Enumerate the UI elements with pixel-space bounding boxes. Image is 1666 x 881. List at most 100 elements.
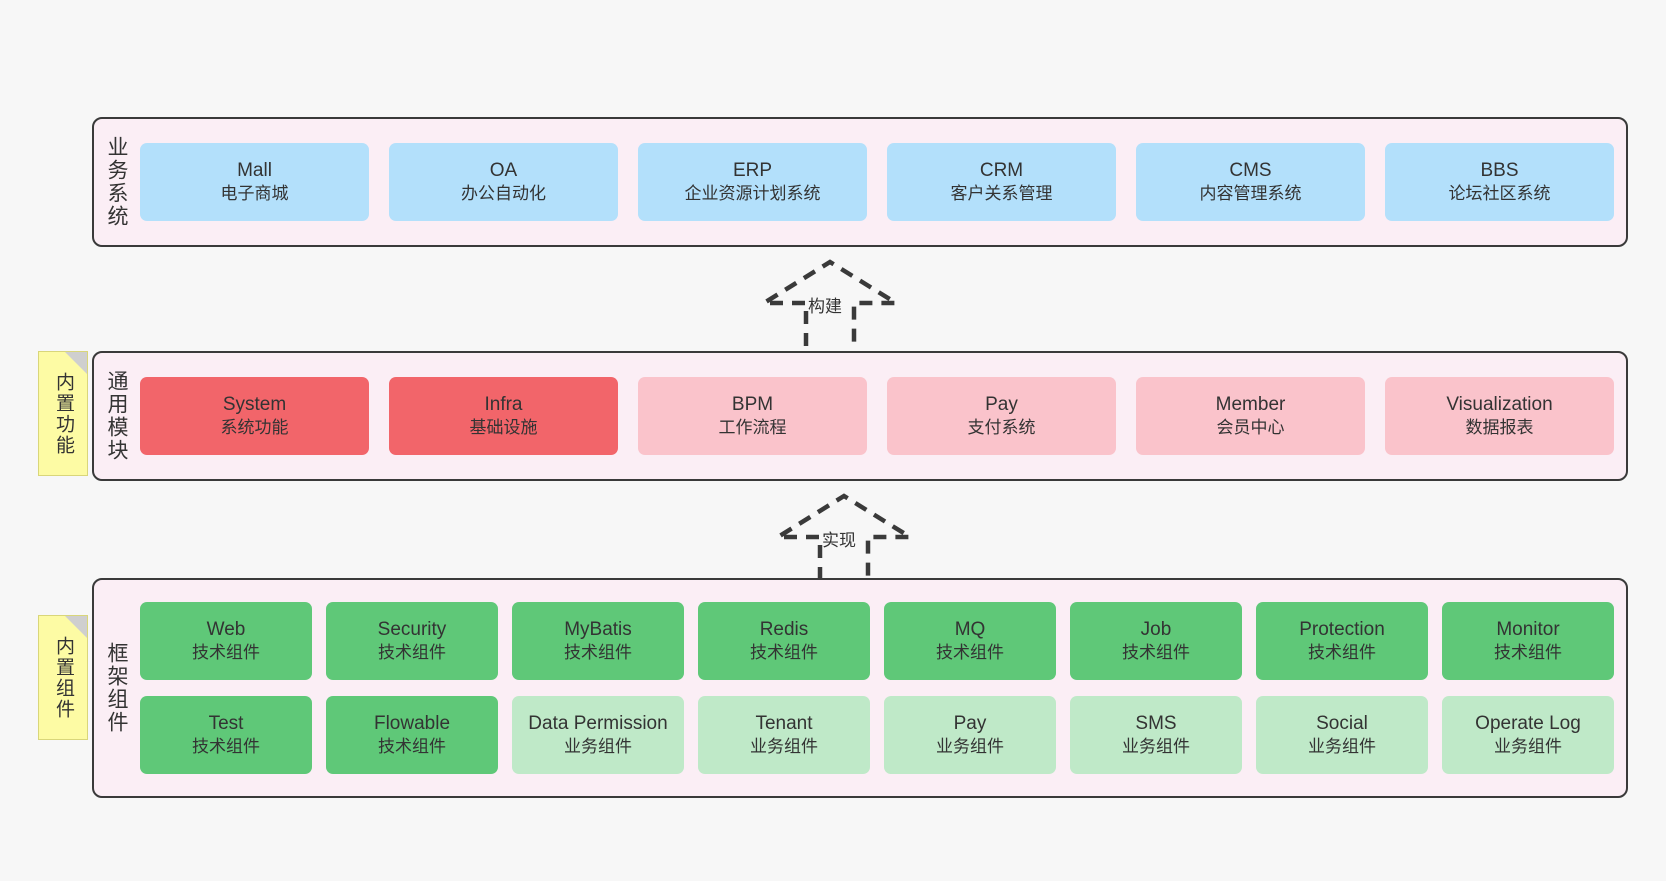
component-card-title: ERP	[732, 160, 773, 182]
build-arrow-svg	[756, 259, 904, 346]
implement-arrow-label: 实现	[822, 531, 856, 550]
component-card-title: CMS	[1229, 160, 1272, 182]
component-card-subtitle: 系统功能	[220, 418, 289, 438]
builtin-components-sticky-label: 内置组件	[52, 635, 74, 720]
component-card-subtitle: 技术组件	[750, 643, 818, 663]
component-card-subtitle: 会员中心	[1216, 418, 1285, 438]
component-card-subtitle: 业务组件	[564, 737, 632, 757]
common-modules-label: 通用模块	[105, 370, 129, 462]
component-card-title: Data Permission	[528, 713, 668, 735]
component-card-subtitle: 基础设施	[469, 418, 538, 438]
component-card-subtitle: 客户关系管理	[950, 184, 1053, 204]
sticky-fold-corner-icon	[65, 616, 87, 638]
component-card-subtitle: 技术组件	[564, 643, 632, 663]
component-card-subtitle: 论坛社区系统	[1448, 184, 1551, 204]
component-card-subtitle: 业务组件	[1494, 737, 1562, 757]
implement-arrow: 实现	[770, 492, 918, 580]
component-card-title: Protection	[1299, 619, 1385, 641]
component-card-subtitle: 技术组件	[192, 737, 260, 757]
sticky-fold-corner-icon	[65, 352, 87, 374]
component-card-subtitle: 办公自动化	[461, 184, 546, 204]
component-card-title: Security	[377, 619, 447, 641]
component-card-title: Operate Log	[1475, 713, 1581, 735]
component-card-subtitle: 数据报表	[1465, 418, 1534, 438]
component-card-subtitle: 业务组件	[936, 737, 1004, 757]
component-card-subtitle: 业务组件	[1308, 737, 1376, 757]
component-card-title: Member	[1215, 394, 1286, 416]
component-card-title: Monitor	[1496, 619, 1560, 641]
component-card-title: Social	[1316, 713, 1368, 735]
component-card-subtitle: 技术组件	[378, 737, 446, 757]
component-card-subtitle: 业务组件	[1122, 737, 1190, 757]
component-card-title: Infra	[484, 394, 523, 416]
component-card-subtitle: 技术组件	[936, 643, 1004, 663]
component-card-subtitle: 技术组件	[192, 643, 260, 663]
component-card-title: Mall	[237, 160, 272, 182]
component-card-subtitle: 工作流程	[718, 418, 787, 438]
component-card-title: Flowable	[373, 713, 451, 735]
component-card-subtitle: 支付系统	[967, 418, 1036, 438]
component-card-subtitle: 技术组件	[1308, 643, 1376, 663]
component-card-title: Job	[1140, 619, 1172, 641]
component-card-title: Visualization	[1446, 394, 1553, 416]
builtin-features-sticky-label: 内置功能	[52, 371, 74, 456]
component-card-title: BPM	[731, 394, 774, 416]
component-card-title: Test	[208, 713, 244, 735]
build-arrow-label: 构建	[808, 297, 842, 316]
component-card-title: Tenant	[755, 713, 813, 735]
component-card-title: MyBatis	[564, 619, 632, 641]
component-card-subtitle: 企业资源计划系统	[684, 184, 821, 204]
component-card-subtitle: 电子商城	[220, 184, 289, 204]
component-card-title: CRM	[979, 160, 1024, 182]
component-card-title: SMS	[1135, 713, 1177, 735]
component-card-subtitle: 技术组件	[1122, 643, 1190, 663]
component-card-title: Redis	[759, 619, 809, 641]
build-arrow-path	[756, 259, 904, 346]
framework-components-label: 框架组件	[105, 642, 129, 734]
component-card-subtitle: 业务组件	[750, 737, 818, 757]
component-card-subtitle: 技术组件	[1494, 643, 1562, 663]
implement-arrow-path	[770, 493, 918, 580]
build-arrow: 构建	[756, 258, 904, 346]
component-card-title: BBS	[1480, 160, 1519, 182]
builtin-features-sticky: 内置功能	[38, 351, 88, 476]
component-card-title: MQ	[954, 619, 986, 641]
